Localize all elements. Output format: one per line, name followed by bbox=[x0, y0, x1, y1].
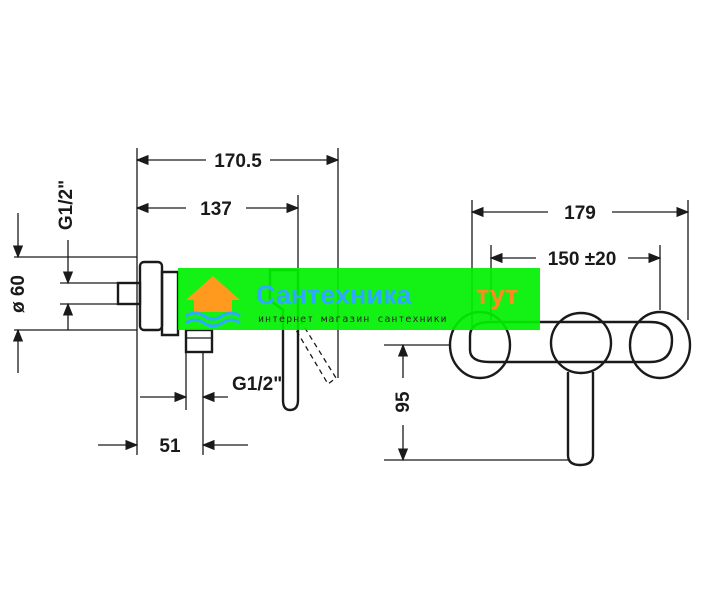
dim-outlet-thread: G1/2" bbox=[232, 374, 282, 395]
watermark-title: Сантехника bbox=[256, 280, 412, 310]
watermark-title-accent: тут bbox=[476, 280, 518, 310]
dim-rosette-diameter: ø 60 bbox=[8, 275, 29, 313]
lever-alt-position bbox=[295, 319, 337, 385]
dim-handle-depth: 137 bbox=[200, 199, 232, 220]
right-rosette bbox=[628, 310, 692, 380]
watermark: Сантехника тут интернет магазин сантехни… bbox=[178, 268, 540, 330]
front-view: 179 150 ±20 95 bbox=[384, 200, 692, 467]
lever-side bbox=[268, 268, 300, 412]
dim-outlet-offset: 51 bbox=[159, 436, 181, 457]
dim-overall-depth: 170.5 bbox=[214, 151, 262, 172]
house-logo bbox=[185, 276, 241, 328]
center-knob bbox=[549, 311, 613, 375]
dim-total-width: 179 bbox=[564, 203, 596, 224]
side-view: 170.5 137 ø 60 G1/2" G1/2" 51 bbox=[8, 148, 340, 457]
dim-center-distance: 150 ±20 bbox=[548, 249, 617, 270]
lever-front bbox=[566, 372, 595, 467]
outlet-nut bbox=[184, 328, 214, 354]
dim-inlet-thread: G1/2" bbox=[56, 180, 77, 230]
watermark-subtitle: интернет магазин сантехники bbox=[258, 314, 448, 325]
dim-outlet-height: 95 bbox=[393, 391, 414, 413]
valve-body bbox=[160, 270, 180, 337]
rosette bbox=[138, 260, 164, 332]
